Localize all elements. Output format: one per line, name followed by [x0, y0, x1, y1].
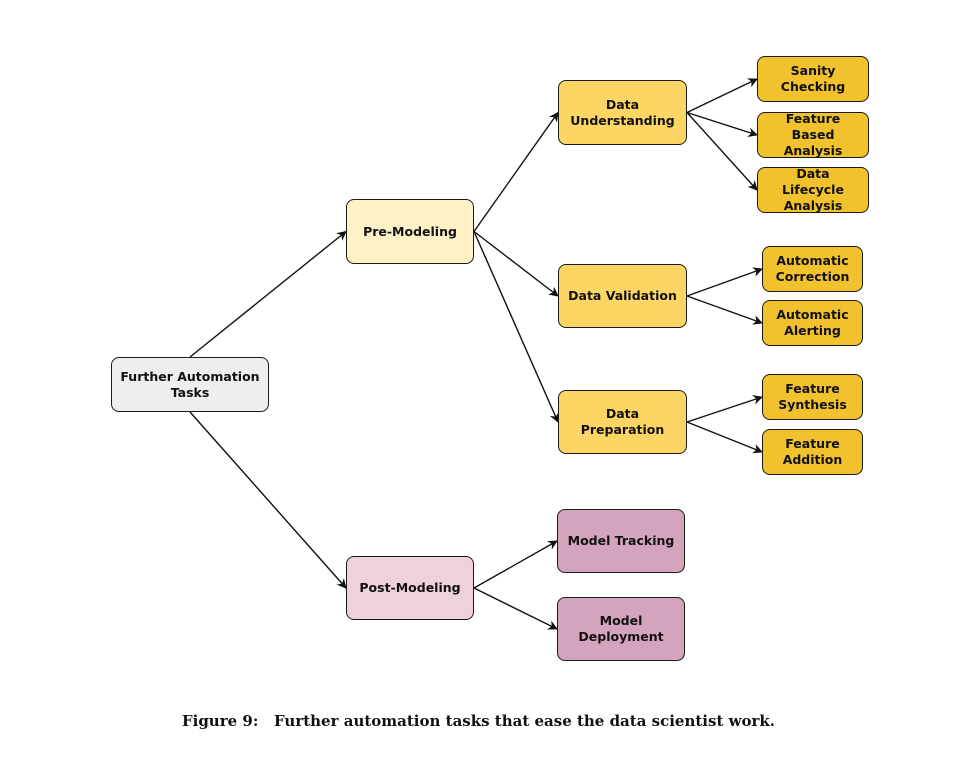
- edge-data-validation-to-automatic-alerting: [686, 295, 763, 325]
- node-automatic-alerting: Automatic Alerting: [762, 300, 863, 346]
- node-sanity-checking: Sanity Checking: [757, 56, 869, 102]
- node-label: Feature Based Analysis: [783, 111, 843, 158]
- edge-post-modeling-to-model-tracking: [473, 540, 558, 589]
- node-data-validation: Data Validation: [558, 264, 687, 328]
- node-label: Automatic Alerting: [776, 307, 849, 338]
- node-label: Model Tracking: [567, 533, 675, 548]
- edge-data-preparation-to-feature-synthesis: [686, 395, 763, 423]
- node-label: Pre-Modeling: [363, 223, 457, 239]
- node-feature-based-analysis: Feature Based Analysis: [757, 111, 869, 158]
- caption-label: Figure 9:: [181, 712, 259, 730]
- node-data-preparation: Data Preparation: [558, 390, 687, 454]
- edge-pre-modeling-to-data-preparation: [473, 231, 559, 423]
- node-label: Data Lifecycle Analysis: [782, 166, 844, 213]
- node-model-deployment: Model Deployment: [557, 597, 685, 661]
- node-label: Data Preparation: [580, 406, 665, 437]
- node-label: Automatic Correction: [775, 253, 850, 284]
- node-label: Further Automation Tasks: [120, 368, 260, 400]
- node-label: Sanity Checking: [780, 63, 846, 94]
- edge-data-validation-to-automatic-correction: [686, 267, 763, 297]
- node-label: Data Validation: [568, 288, 677, 303]
- edge-root-to-pre-modeling: [189, 230, 347, 358]
- node-feature-synthesis: Feature Synthesis: [762, 374, 863, 420]
- node-label: Post-Modeling: [359, 580, 461, 595]
- edge-pre-modeling-to-data-understanding: [473, 111, 559, 232]
- node-label: Feature Addition: [782, 436, 843, 467]
- node-label: Data Understanding: [570, 96, 675, 128]
- node-label: Feature Synthesis: [778, 381, 847, 412]
- node-automatic-correction: Automatic Correction: [762, 246, 863, 292]
- node-data-understanding: Data Understanding: [558, 80, 687, 145]
- figure-caption: Figure 9: Further automation tasks that …: [0, 712, 957, 730]
- edge-data-understanding-to-feature-based-analysis: [686, 111, 758, 137]
- node-further-automation-tasks: Further Automation Tasks: [111, 357, 269, 412]
- edge-data-understanding-to-data-lifecycle-analysis: [686, 112, 758, 191]
- node-model-tracking: Model Tracking: [557, 509, 685, 573]
- edge-data-understanding-to-sanity-checking: [686, 78, 758, 114]
- edge-pre-modeling-to-data-validation: [473, 230, 559, 297]
- node-pre-modeling: Pre-Modeling: [346, 199, 474, 264]
- node-data-lifecycle-analysis: Data Lifecycle Analysis: [757, 166, 869, 213]
- node-label: Model Deployment: [578, 613, 664, 644]
- node-feature-addition: Feature Addition: [762, 429, 863, 475]
- node-post-modeling: Post-Modeling: [346, 556, 474, 620]
- edge-post-modeling-to-model-deployment: [473, 587, 558, 630]
- caption-text: Further automation tasks that ease the d…: [274, 712, 776, 730]
- edge-root-to-post-modeling: [189, 411, 347, 589]
- edge-data-preparation-to-feature-addition: [686, 421, 763, 454]
